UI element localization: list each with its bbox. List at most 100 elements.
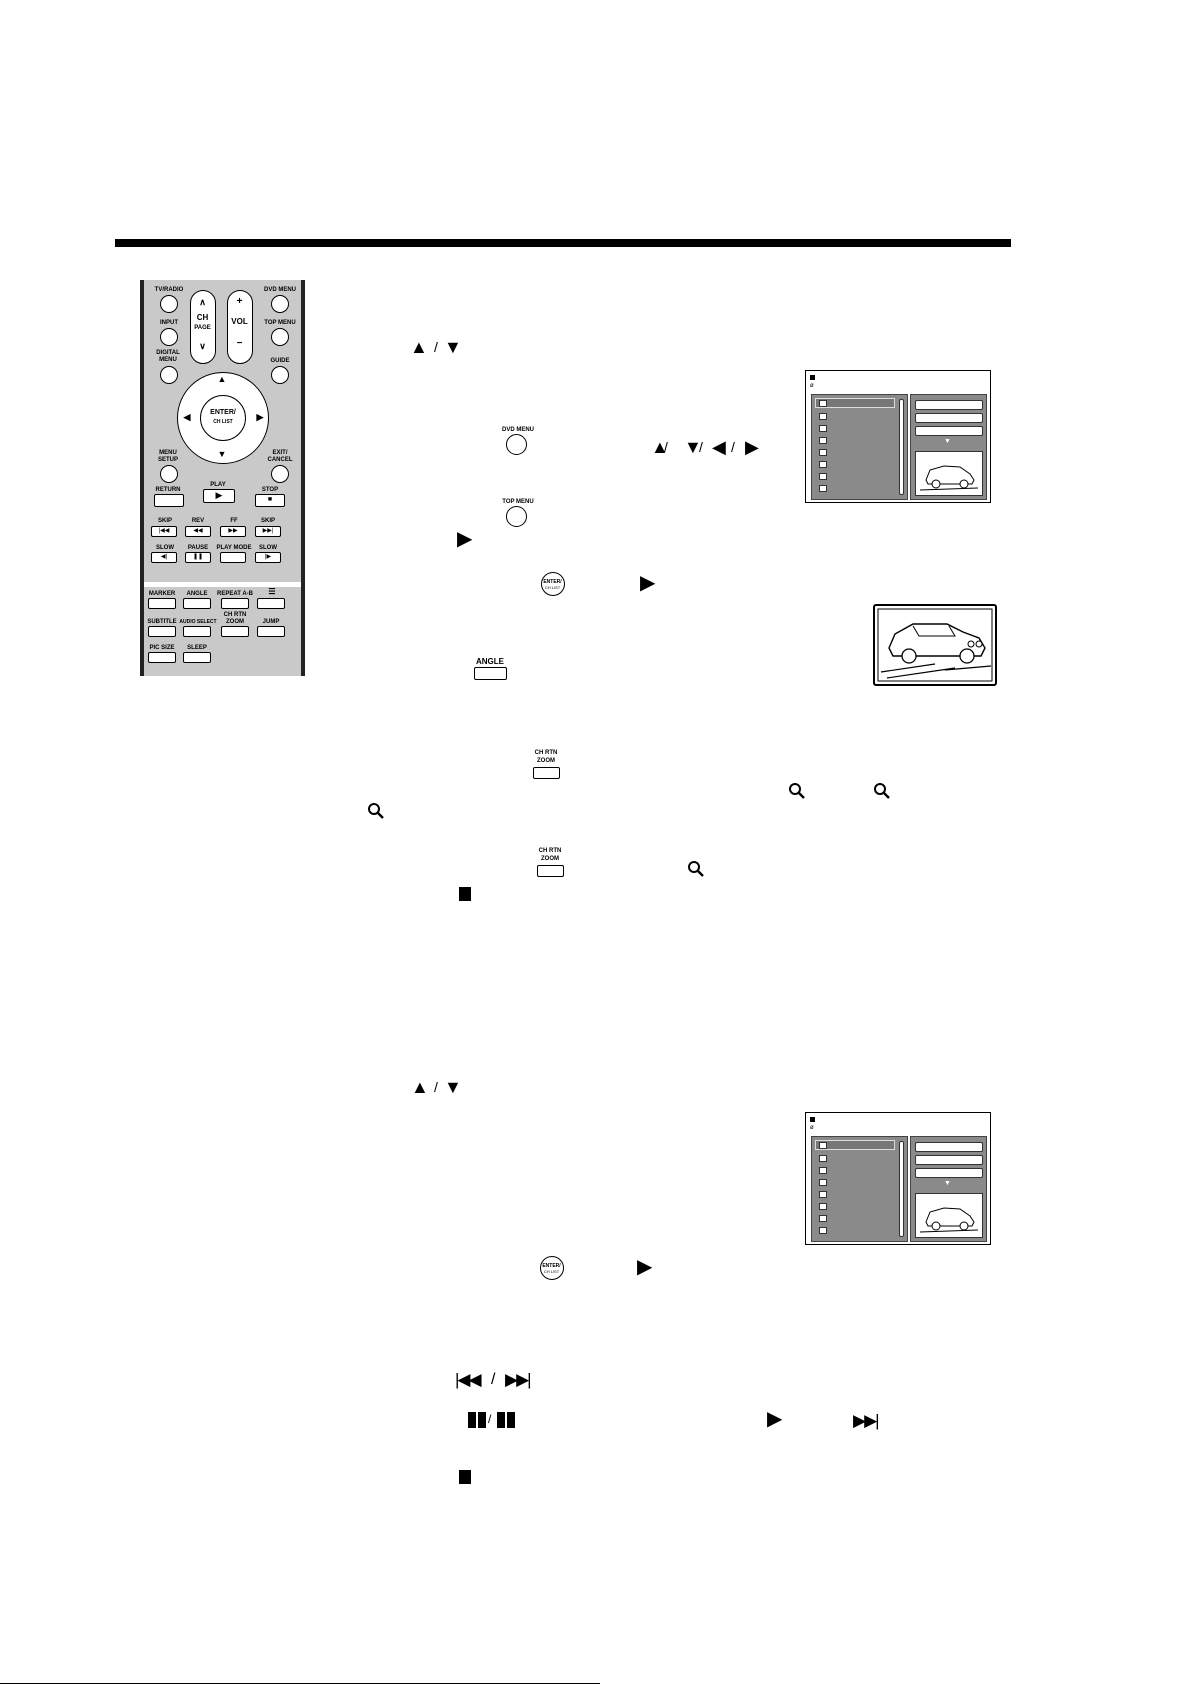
- car-thumbnail-image: [919, 465, 979, 491]
- inline-enter-button: ENTER/ CH LIST: [540, 1256, 564, 1280]
- ch-rtn-zoom-button[interactable]: [221, 626, 249, 637]
- pause-icon: [478, 1412, 486, 1428]
- dpad-up-icon[interactable]: ▲: [217, 374, 227, 384]
- caption-icon: ☰: [268, 587, 276, 596]
- return-button[interactable]: [154, 494, 184, 507]
- list-item: [819, 425, 827, 432]
- guide-button[interactable]: [271, 366, 289, 384]
- down-arrow-icon: ▼: [444, 1077, 462, 1097]
- clip-icon: ø: [810, 383, 814, 389]
- title-list-panel: [811, 394, 908, 500]
- top-menu-button[interactable]: [271, 328, 289, 346]
- zoom-magnifier-icon: [789, 783, 805, 799]
- more-down-icon: ▼: [944, 438, 951, 445]
- side-option-bar: [915, 1168, 983, 1178]
- menu-setup-button[interactable]: [160, 465, 178, 483]
- top-menu-label: TOP MENU: [264, 320, 296, 326]
- inline-zoom-label: ZOOM: [537, 758, 555, 764]
- selected-list-row: [815, 1140, 895, 1150]
- exit-cancel-button[interactable]: [271, 465, 289, 483]
- dpad-left-icon[interactable]: ◀: [183, 412, 191, 422]
- skip-forward-button[interactable]: ▶▶|: [255, 526, 281, 537]
- input-button[interactable]: [160, 328, 178, 346]
- list-item: [819, 437, 827, 444]
- ff-button[interactable]: ▶▶: [220, 526, 246, 537]
- pause-button[interactable]: ❚❚: [185, 552, 211, 563]
- play-button[interactable]: ▶: [203, 489, 235, 503]
- tv-radio-button[interactable]: [160, 295, 178, 313]
- remote-control: TV/RADIO DVD MENU ∧ CH PAGE ∨ + VOL − IN…: [140, 280, 305, 676]
- separator: /: [434, 1079, 438, 1095]
- inline-dvd-menu-button: [506, 434, 527, 455]
- angle-button[interactable]: [183, 598, 211, 609]
- list-scrollbar: [899, 1141, 904, 1237]
- inline-enter-label-1: ENTER/: [542, 1263, 561, 1269]
- play-icon: ▶: [457, 528, 473, 550]
- list-item: [819, 1203, 827, 1210]
- rev-button[interactable]: ◀◀: [185, 526, 211, 537]
- sleep-button[interactable]: [183, 652, 211, 663]
- jump-button[interactable]: [257, 626, 285, 637]
- play-mode-button[interactable]: [220, 552, 246, 563]
- inline-top-menu-label: TOP MENU: [502, 499, 534, 505]
- skip-back-button[interactable]: |◀◀: [151, 526, 177, 537]
- exit-cancel-label-1: EXIT/: [272, 450, 288, 456]
- separator: /: [731, 439, 735, 455]
- subtitle-button[interactable]: [148, 626, 176, 637]
- enter-label-2: CH LIST: [213, 419, 233, 425]
- pause-label: PAUSE: [187, 545, 209, 551]
- zoom-magnifier-icon: [688, 861, 704, 877]
- skip-forward-label: SKIP: [260, 518, 275, 524]
- vol-down-icon: −: [236, 338, 243, 349]
- preview-thumbnail: [915, 1193, 983, 1238]
- disc-icon: [810, 1117, 815, 1122]
- stop-button[interactable]: ■: [255, 494, 285, 507]
- pause-icon: [468, 1412, 476, 1428]
- guide-label: GUIDE: [270, 358, 290, 364]
- list-item: [819, 1215, 827, 1222]
- list-item: [819, 1191, 827, 1198]
- inline-top-menu-button: [506, 506, 527, 527]
- inline-enter-button: ENTER/ CH LIST: [541, 572, 565, 596]
- slow-forward-button[interactable]: |▶: [255, 552, 281, 563]
- inline-enter-label-2: CH LIST: [543, 1269, 560, 1274]
- vol-rocker[interactable]: + VOL −: [227, 290, 253, 364]
- inline-zoom-label: ZOOM: [541, 856, 559, 862]
- pic-size-label: PIC SIZE: [149, 645, 175, 651]
- dvd-menu-button[interactable]: [271, 295, 289, 313]
- digital-menu-button[interactable]: [160, 366, 178, 384]
- caption-button[interactable]: [257, 598, 285, 609]
- list-item: [819, 1155, 827, 1162]
- dpad-down-icon[interactable]: ▼: [217, 449, 227, 459]
- digital-menu-label-1: DIGITAL: [156, 350, 180, 356]
- play-mode-label: PLAY MODE: [216, 545, 252, 551]
- audio-select-button[interactable]: [183, 626, 211, 637]
- exit-cancel-label-2: CANCEL: [267, 457, 293, 463]
- pic-size-button[interactable]: [148, 652, 176, 663]
- return-label: RETURN: [155, 487, 181, 493]
- side-option-bar: [915, 413, 983, 423]
- slow-back-button[interactable]: ◀|: [151, 552, 177, 563]
- repeat-ab-button[interactable]: [221, 598, 249, 609]
- play-icon: ▶: [767, 1408, 783, 1430]
- side-option-bar: [915, 400, 983, 410]
- dpad-right-icon[interactable]: ▶: [256, 412, 264, 422]
- separator: /: [664, 439, 668, 455]
- enter-button[interactable]: [200, 395, 246, 441]
- pause-icon: [507, 1412, 515, 1428]
- angle-label: ANGLE: [186, 591, 208, 597]
- down-arrow-icon: ▼: [684, 437, 702, 457]
- side-option-bar: [915, 1155, 983, 1165]
- right-arrow-icon: ▶: [745, 437, 759, 457]
- slow-back-label: SLOW: [156, 545, 174, 551]
- marker-button[interactable]: [148, 598, 176, 609]
- vol-up-icon: +: [236, 296, 243, 307]
- remote-divider: [144, 582, 301, 587]
- ch-page-rocker[interactable]: ∧ CH PAGE ∨: [190, 290, 216, 364]
- tv-radio-label: TV/RADIO: [154, 287, 184, 293]
- more-down-icon: ▼: [944, 1180, 951, 1187]
- slow-forward-label: SLOW: [259, 545, 277, 551]
- separator: /: [434, 339, 438, 355]
- separator: /: [488, 1412, 492, 1426]
- jump-label: JUMP: [262, 619, 280, 625]
